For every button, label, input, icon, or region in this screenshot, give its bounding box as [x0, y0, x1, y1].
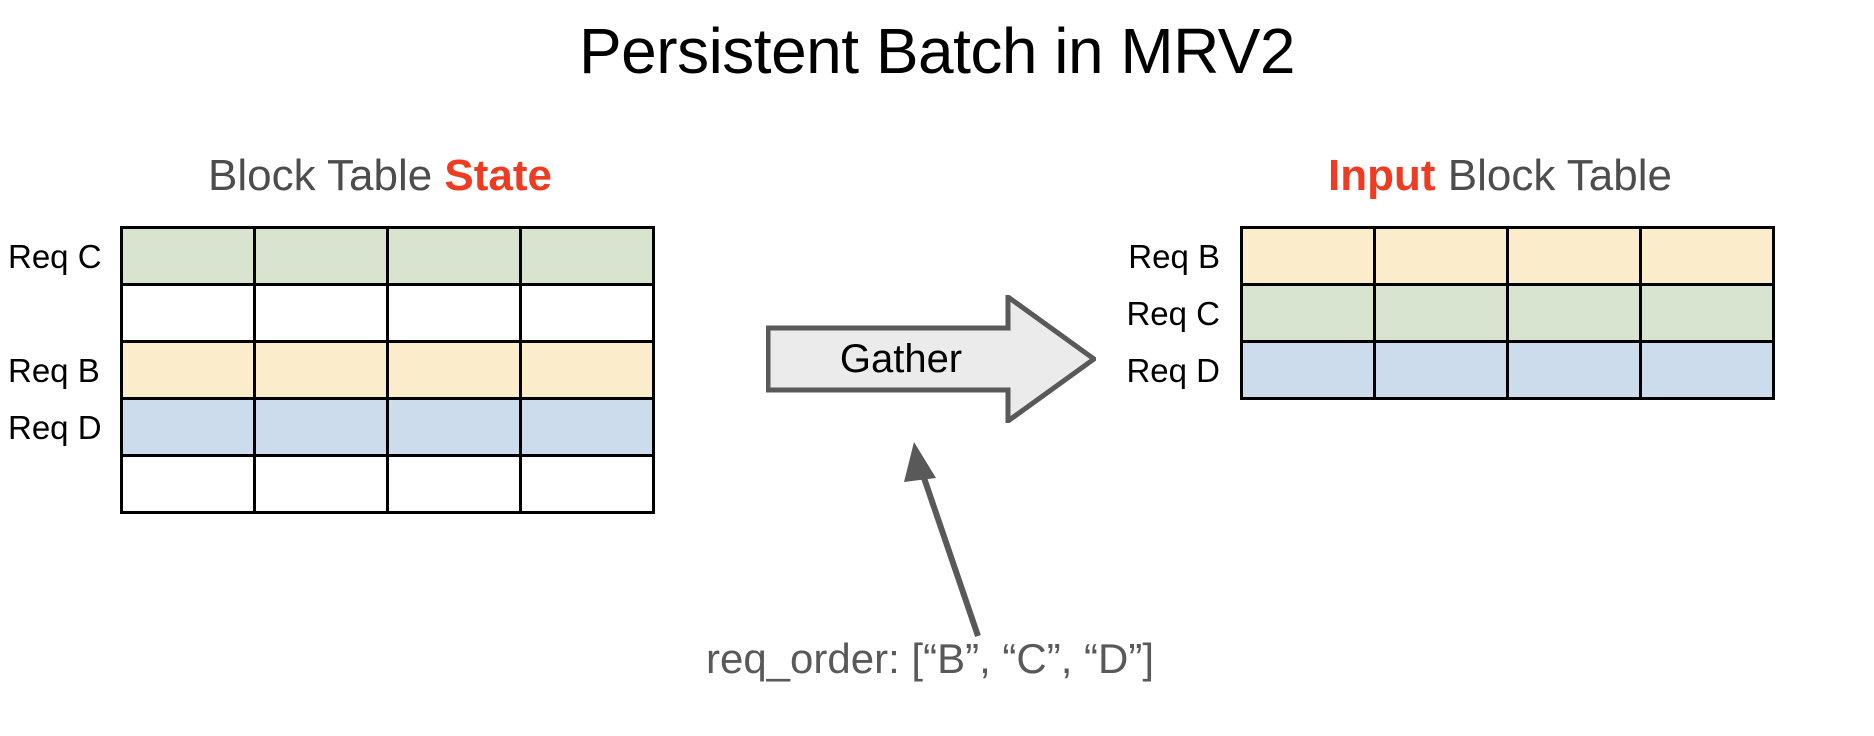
input-table-body [1240, 226, 1775, 400]
table-row [120, 226, 655, 286]
block-cell [519, 454, 655, 514]
block-cell [120, 226, 256, 286]
block-cell [253, 226, 389, 286]
block-cell [253, 397, 389, 457]
table-row [1240, 226, 1775, 286]
table-row [120, 283, 655, 343]
block-cell [1373, 340, 1509, 400]
block-cell [1240, 340, 1376, 400]
block-cell [1373, 283, 1509, 343]
left-heading-accent: State [444, 151, 553, 200]
block-cell [120, 340, 256, 400]
left-panel-heading: Block Table State [120, 151, 640, 200]
left-heading-prefix: Block Table [207, 151, 445, 200]
block-cell [1373, 226, 1509, 286]
block-cell [120, 283, 256, 343]
table-row [120, 454, 655, 514]
table-row [1240, 283, 1775, 343]
page-title: Persistent Batch in MRV2 [578, 15, 1296, 87]
right-heading-accent: Input [1328, 151, 1436, 200]
block-arrow-right-icon [766, 295, 1096, 423]
block-cell [120, 454, 256, 514]
arrow-up-left-icon [904, 442, 981, 637]
block-cell [1506, 340, 1642, 400]
block-cell [1639, 283, 1775, 343]
row-label-req-d: Req D [8, 409, 102, 446]
block-cell [386, 454, 522, 514]
block-cell [1506, 226, 1642, 286]
state-table-body [120, 226, 655, 514]
row-label-req-c: Req C [1126, 295, 1220, 332]
block-cell [519, 283, 655, 343]
block-cell [1639, 340, 1775, 400]
block-cell [519, 226, 655, 286]
block-cell [386, 283, 522, 343]
block-cell [120, 397, 256, 457]
block-cell [1240, 283, 1376, 343]
block-cell [386, 397, 522, 457]
gather-operation-label: Gather [839, 337, 963, 381]
table-row [120, 397, 655, 457]
block-cell [519, 340, 655, 400]
table-row [120, 340, 655, 400]
table-row [1240, 340, 1775, 400]
right-heading-suffix: Block Table [1435, 151, 1672, 200]
block-cell [1506, 283, 1642, 343]
block-cell [386, 226, 522, 286]
block-cell [519, 397, 655, 457]
row-label-req-c: Req C [8, 238, 102, 275]
block-cell [253, 283, 389, 343]
row-label-req-d: Req D [1126, 352, 1220, 389]
right-panel-heading: Input Block Table [1240, 151, 1760, 200]
block-cell [386, 340, 522, 400]
block-cell [253, 454, 389, 514]
block-table-state [120, 226, 655, 514]
block-table-input [1240, 226, 1775, 400]
block-cell [1639, 226, 1775, 286]
row-label-req-b: Req B [8, 352, 100, 389]
block-cell [1240, 226, 1376, 286]
row-label-req-b: Req B [1128, 238, 1220, 275]
block-cell [253, 340, 389, 400]
req-order-caption: req_order: [“B”, “C”, “D”] [705, 635, 1155, 682]
